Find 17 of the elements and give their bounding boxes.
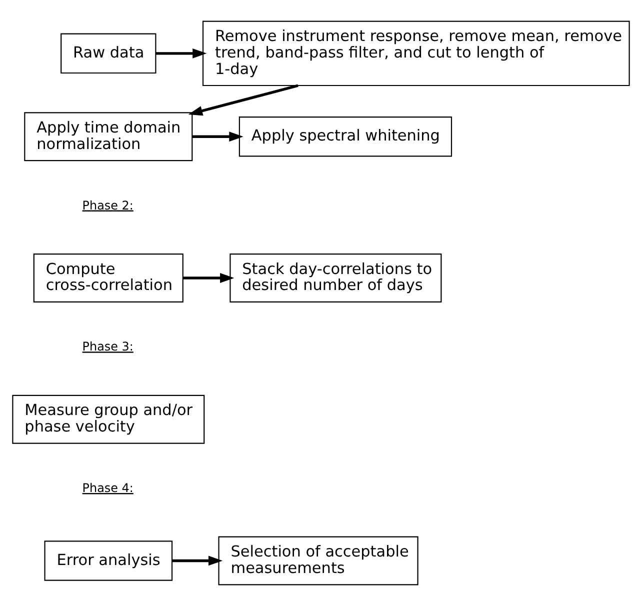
- node-box: Apply time domain normalization: [24, 112, 193, 161]
- arrow: [192, 131, 244, 142]
- arrow: [182, 272, 234, 282]
- label: Phase 3:: [82, 339, 134, 354]
- node-box: Stack day-correlations to desired number of days: [230, 253, 442, 302]
- node-box: Error analysis: [44, 540, 173, 580]
- node-box: Selection of acceptable measurements: [218, 536, 418, 585]
- arrow: [188, 84, 298, 116]
- label: Phase 4:: [82, 480, 134, 494]
- arrow: [156, 48, 207, 58]
- label: Phase 2:: [82, 198, 134, 212]
- node-box: Raw data: [60, 32, 156, 74]
- node-box: Compute cross-correlation: [33, 253, 184, 302]
- arrow: [172, 555, 223, 566]
- node-box: Apply spectral whitening: [238, 116, 452, 156]
- node-box: Remove instrument response, remove mean, remove trend, band-pass filter, and cut to length of 1-day: [202, 20, 630, 86]
- node-box: Measure group and/or phase velocity: [12, 394, 205, 444]
